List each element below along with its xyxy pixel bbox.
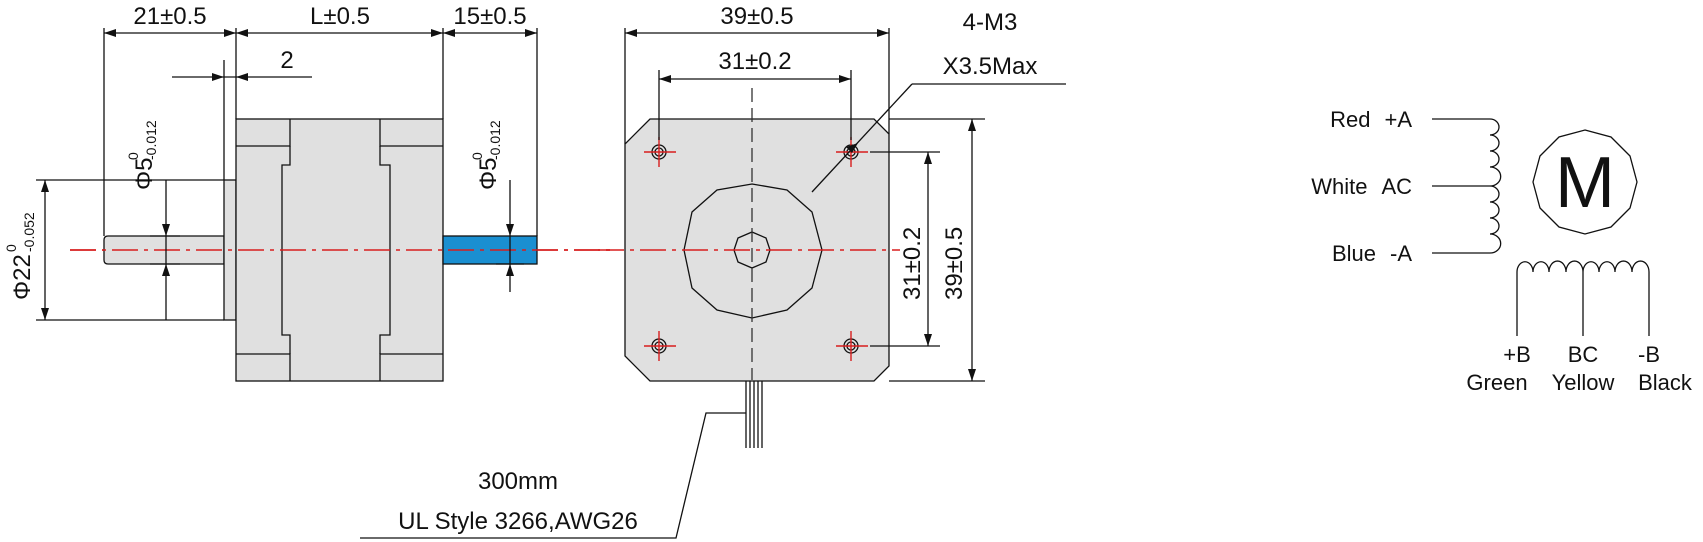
holes-label: 4-M3: [963, 9, 1018, 36]
side-view: 21±0.5 L±0.5 15±0.5 2 Φ5 0 -0.012 Φ22 0 …: [3, 3, 610, 382]
coil-b-wire-1: Green: [1466, 370, 1527, 395]
cable-spec: UL Style 3266,AWG26: [398, 508, 638, 535]
mount-hole: [836, 331, 868, 361]
rear-shaft-dia: Φ5: [475, 158, 502, 191]
cable-wires: [745, 381, 763, 448]
mount-hole: [644, 137, 676, 167]
boss-tol-lower: -0.052: [21, 212, 37, 252]
front-shaft-tol-upper: 0: [125, 152, 141, 160]
mount-hole: [644, 331, 676, 361]
motor-symbol: [1532, 129, 1638, 235]
body-length-dim: L±0.5: [310, 3, 370, 30]
boss-tol-upper: 0: [3, 244, 19, 252]
coil-a-wire-3: Blue-A: [1332, 241, 1412, 266]
holes-depth: X3.5Max: [943, 53, 1038, 80]
hole-spacing-h-dim: 31±0.2: [718, 48, 791, 75]
rear-shaft-tol-lower: -0.012: [487, 120, 503, 160]
front-view: 39±0.5 31±0.2 31±0.2 39±0.5 4-M3 X3.5Max: [360, 3, 1066, 539]
coil-b-wire-3: Black: [1638, 370, 1693, 395]
coil-b-signal-3: -B: [1638, 342, 1660, 367]
coil-b-wire-2: Yellow: [1552, 370, 1615, 395]
front-shaft-tol-lower: -0.012: [143, 120, 159, 160]
boss-dia: Φ22: [9, 254, 36, 300]
flange-thickness-dim: 2: [280, 47, 293, 74]
coil-a-wire-1: Red+A: [1330, 107, 1412, 132]
motor-letter: M: [1555, 143, 1615, 223]
front-shaft-dia: Φ5: [131, 158, 158, 191]
cable-length: 300mm: [478, 468, 558, 495]
front-height-dim: 39±0.5: [941, 227, 968, 300]
coil-b-signal-1: +B: [1503, 342, 1531, 367]
front-width-dim: 39±0.5: [720, 3, 793, 30]
coil-a: [1489, 118, 1502, 254]
rear-shaft-length-dim: 15±0.5: [453, 3, 526, 30]
coil-b-signal-2: BC: [1568, 342, 1599, 367]
cable-leader: [360, 412, 746, 539]
hole-spacing-v-dim: 31±0.2: [899, 227, 926, 300]
shaft-length-dim: 21±0.5: [133, 3, 206, 30]
rear-shaft-tol-upper: 0: [469, 152, 485, 160]
